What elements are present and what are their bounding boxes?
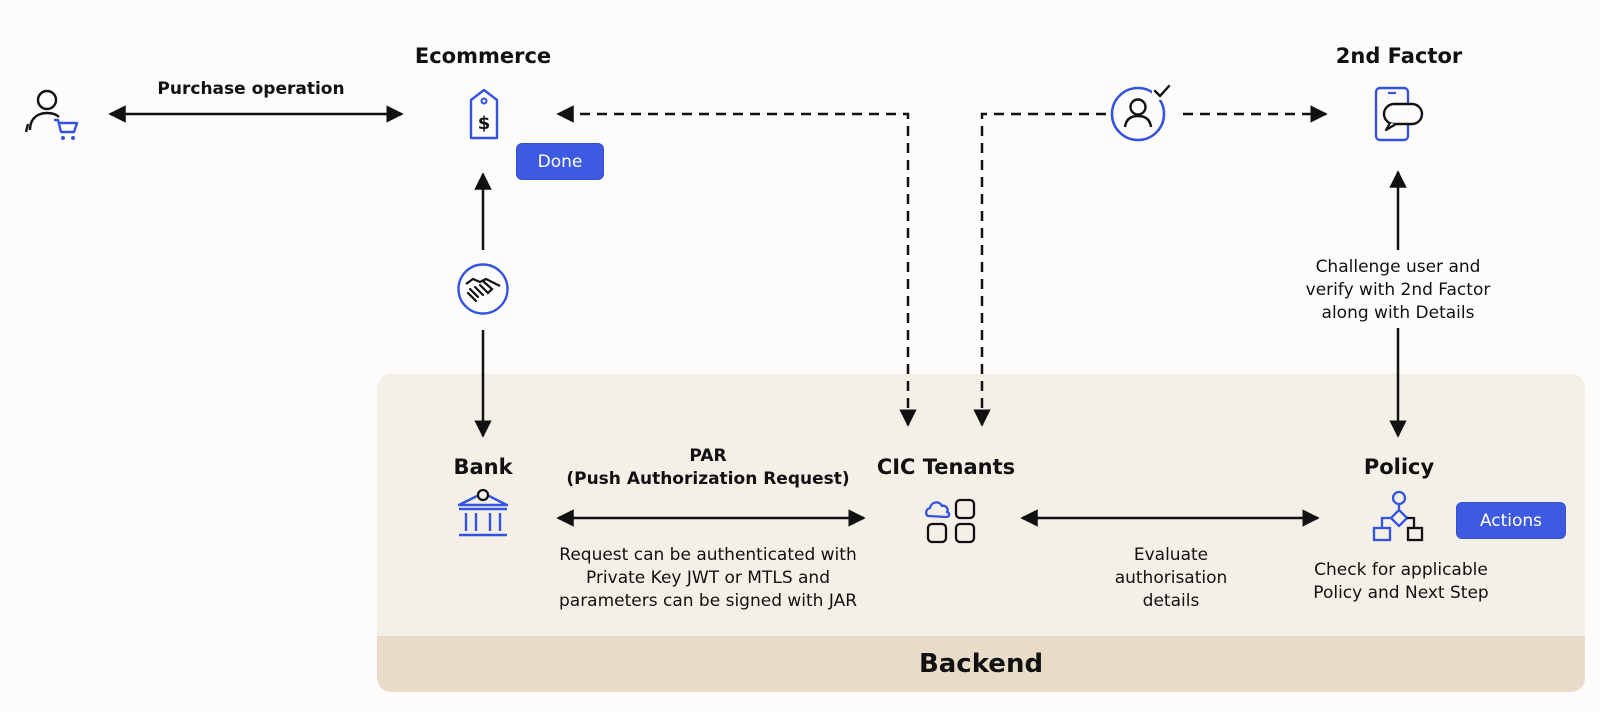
challenge-line2: verify with 2nd Factor <box>1305 279 1491 302</box>
done-button[interactable]: Done <box>516 143 604 180</box>
tenants-grid-icon <box>924 498 976 544</box>
policy-desc-line1: Check for applicable <box>1314 560 1488 580</box>
price-tag-icon: $ <box>469 88 499 140</box>
evaluate-line2: authorisation <box>1114 568 1228 588</box>
par-desc-line1: Request can be authenticated with <box>559 545 857 565</box>
policy-title: Policy <box>1363 455 1435 479</box>
purchase-operation-label: Purchase operation <box>157 79 345 99</box>
handshake-icon <box>457 263 509 315</box>
svg-text:$: $ <box>478 113 491 134</box>
phone-chat-icon <box>1374 86 1424 142</box>
backend-footer: Backend <box>377 636 1585 692</box>
challenge-line3: along with Details <box>1321 302 1475 325</box>
second-factor-title: 2nd Factor <box>1335 44 1463 68</box>
challenge-line1: Challenge user and <box>1315 256 1481 279</box>
edge-cic-to-ecommerce <box>556 105 917 427</box>
par-title-line1: PAR <box>689 446 727 466</box>
actions-button[interactable]: Actions <box>1456 502 1566 539</box>
bank-title: Bank <box>453 455 513 479</box>
policy-desc-line2: Policy and Next Step <box>1313 583 1489 603</box>
evaluate-line3: details <box>1142 591 1200 611</box>
par-desc-line2: Private Key JWT or MTLS and <box>585 568 831 588</box>
cic-tenants-title: CIC Tenants <box>876 455 1016 479</box>
edge-cic-to-user-check <box>973 112 1108 427</box>
par-title-line2: (Push Authorization Request) <box>566 469 850 489</box>
ecommerce-title: Ecommerce <box>414 44 552 68</box>
shopper-icon <box>24 89 79 140</box>
backend-panel: Backend <box>377 374 1585 692</box>
policy-flow-icon <box>1372 490 1424 542</box>
backend-title: Backend <box>918 649 1044 679</box>
user-check-icon <box>1110 82 1172 142</box>
evaluate-line1: Evaluate <box>1133 545 1209 565</box>
par-desc-line3: parameters can be signed with JAR <box>558 591 858 611</box>
bank-icon <box>457 488 509 537</box>
